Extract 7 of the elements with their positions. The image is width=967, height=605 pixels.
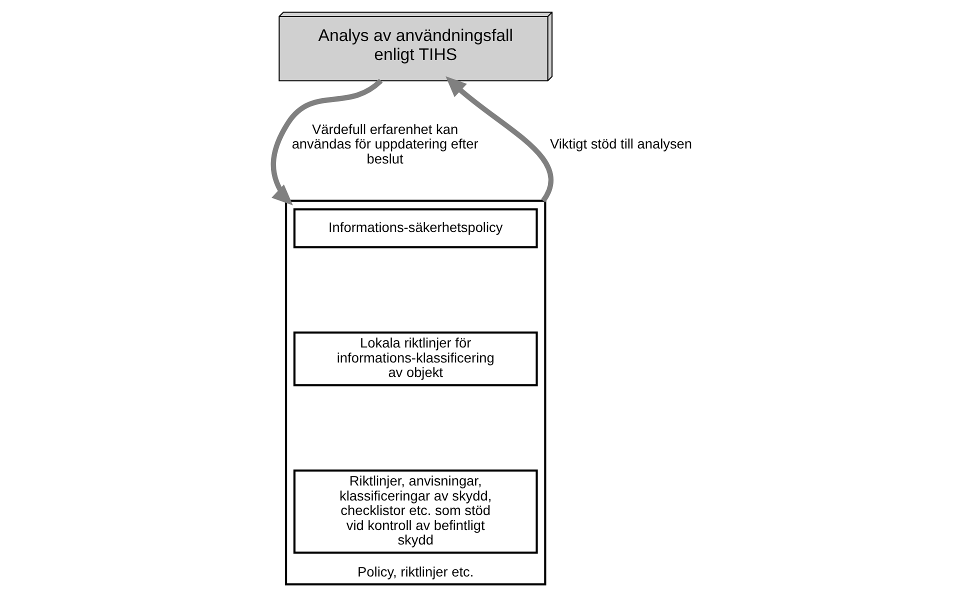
arrow: [270, 78, 382, 206]
node-box: Lokala riktlinjer för informations-klassificering av objekt: [292, 331, 538, 386]
edge-label: Värdefull erfarenhet kan användas för uppdatering efter beslut: [291, 122, 478, 166]
arrow: [445, 76, 554, 202]
node-box: Informations-säkerhetspolicy: [292, 208, 538, 248]
edge-label: Viktigt stöd till analysen: [550, 136, 692, 152]
node-box: Riktlinjer, anvisningar, klassificeringar av skydd, checklistor etc. som stöd vid kontroll av befintligt skydd: [292, 469, 538, 554]
